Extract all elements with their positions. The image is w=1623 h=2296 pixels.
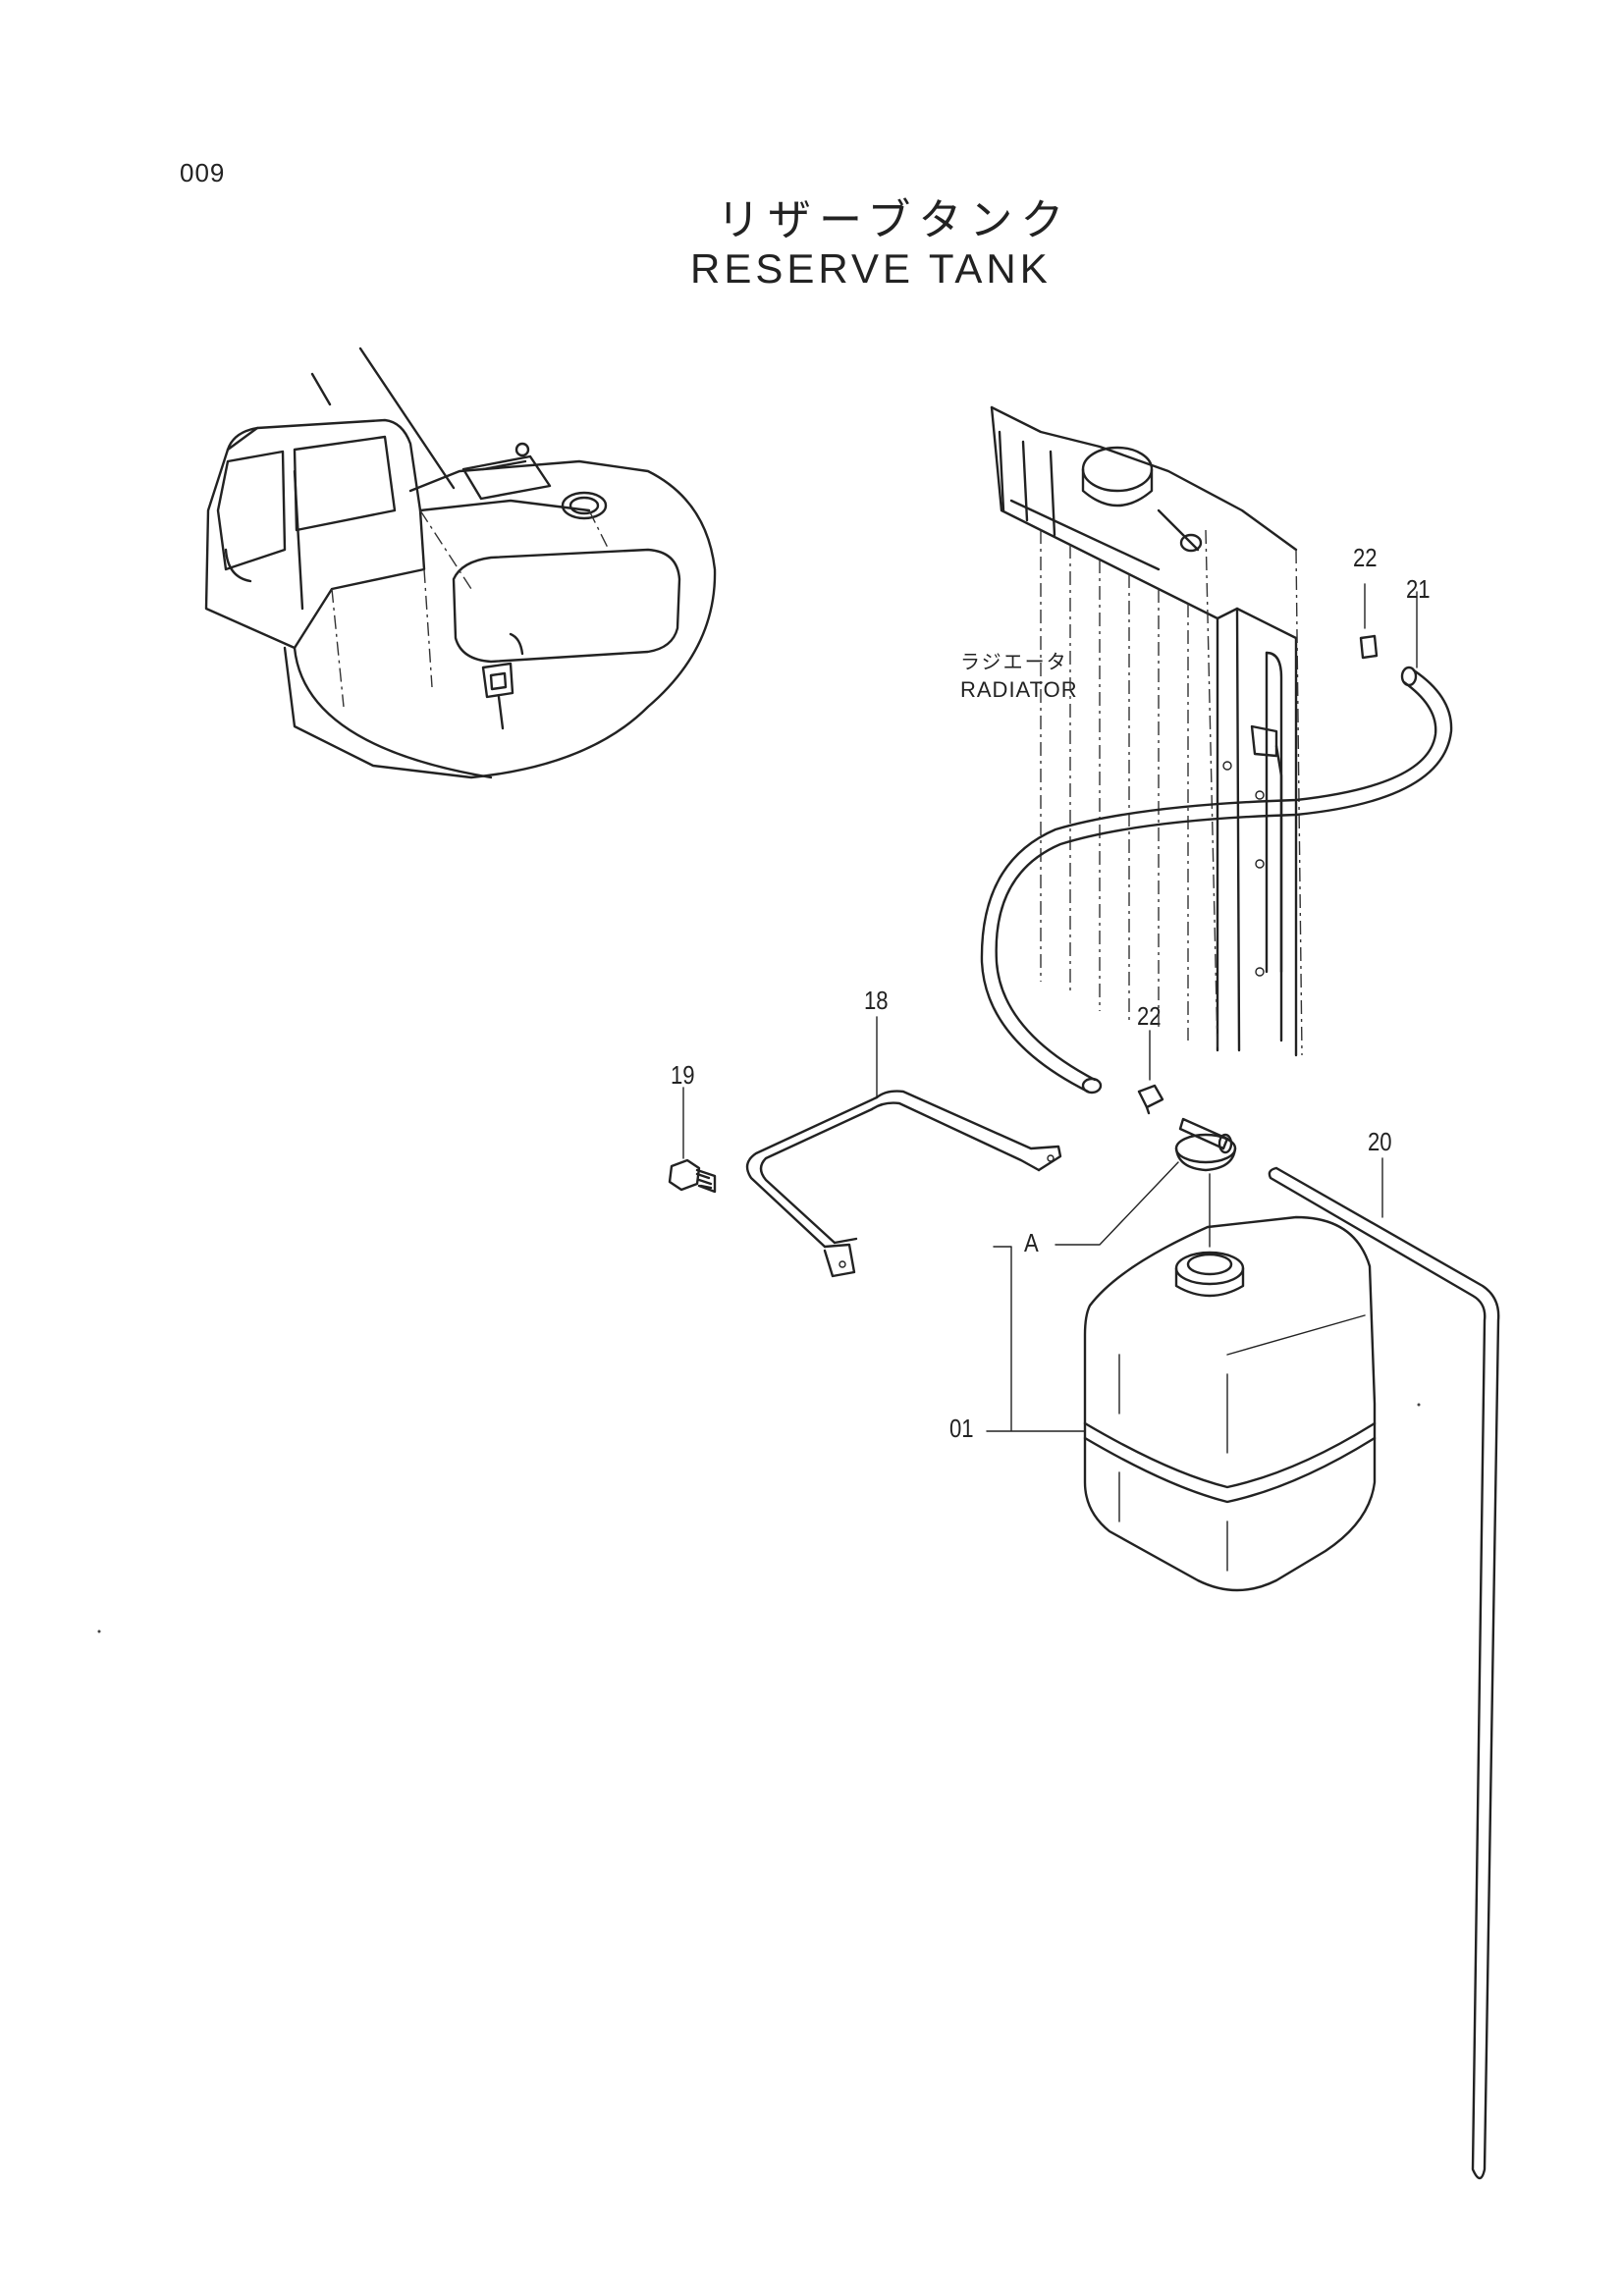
callout-22-upper: 22 [1353,543,1378,572]
callout-01: 01 [949,1414,974,1443]
bolt-19 [668,1087,717,1194]
title-japanese: リザーブタンク [717,195,1072,245]
callout-21: 21 [1406,574,1431,604]
radiator-label-english: RADIATOR [960,677,1078,702]
stray-dot [97,1629,101,1633]
page-number: 009 [180,158,226,187]
title-english: RESERVE TANK [690,245,1052,292]
clamp-22-lower [1137,1030,1164,1115]
cap-a [1055,1117,1237,1246]
hose-21 [980,591,1453,1095]
reserve-tank-01 [986,1173,1377,1592]
bracket-18 [745,1016,1062,1278]
callout-20: 20 [1368,1127,1392,1156]
radiator-label-japanese: ラジエータ [960,650,1068,673]
callout-18: 18 [864,986,889,1015]
radiator-illustration [990,405,1379,1057]
excavator-overview-illustration [204,347,717,779]
stray-dot [1417,1403,1421,1407]
callout-a: A [1024,1228,1039,1257]
callout-22-lower: 22 [1137,1001,1162,1031]
tube-20 [1268,1157,1500,2180]
callout-19: 19 [671,1060,695,1090]
